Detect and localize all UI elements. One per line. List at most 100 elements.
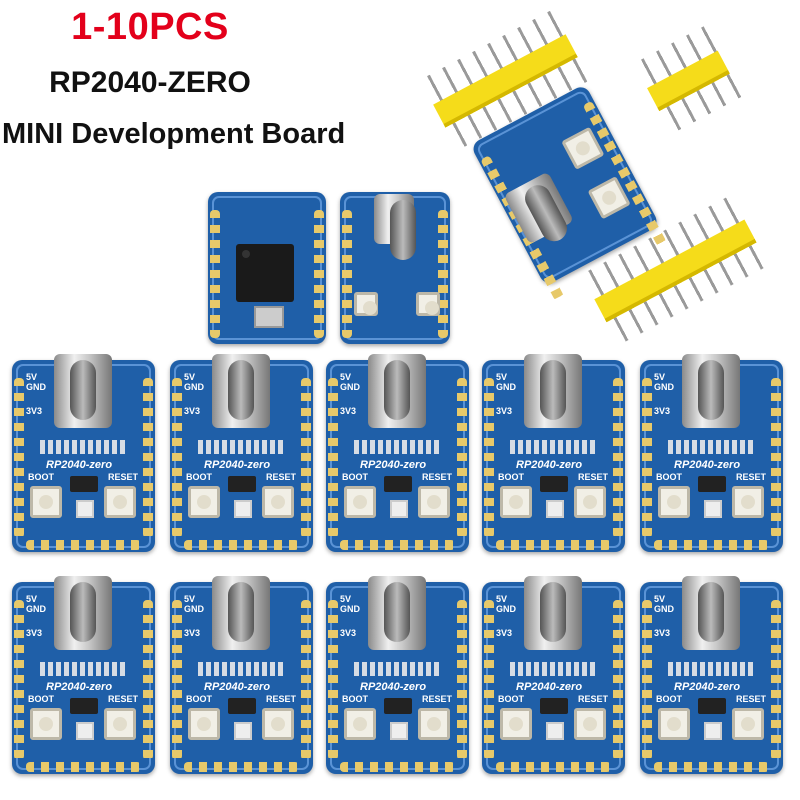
silk-board-name: RP2040-zero xyxy=(360,681,427,693)
boot-button xyxy=(30,486,62,518)
silk-5v: 5V xyxy=(26,594,38,604)
rgb-led xyxy=(704,500,722,518)
silk-reset: RESET xyxy=(578,694,609,704)
board-front: 5V GND 3V3 RP2040-zero BOOT RESET xyxy=(170,576,313,774)
rgb-led xyxy=(234,722,252,740)
silk-3v3: 3V3 xyxy=(184,406,201,416)
silk-5v: 5V xyxy=(184,594,196,604)
subtitle: MINI Development Board xyxy=(2,118,346,150)
rgb-led xyxy=(546,722,564,740)
reset-button xyxy=(418,708,450,740)
chip xyxy=(540,476,568,492)
rgb-led xyxy=(390,722,408,740)
rgb-led xyxy=(76,722,94,740)
silk-3v3: 3V3 xyxy=(26,628,43,638)
silk-board-name: RP2040-zero xyxy=(204,459,271,471)
silk-5v: 5V xyxy=(496,594,508,604)
usb-c-connector xyxy=(368,354,426,428)
silk-5v: 5V xyxy=(654,594,666,604)
silk-board-name: RP2040-zero xyxy=(516,459,583,471)
rgb-led xyxy=(390,500,408,518)
rgb-led xyxy=(704,722,722,740)
silk-reset: RESET xyxy=(266,694,297,704)
silk-board-name: RP2040-zero xyxy=(46,459,113,471)
chip xyxy=(384,476,412,492)
rgb-led xyxy=(234,500,252,518)
silk-board-name: RP2040-zero xyxy=(360,459,427,471)
silk-reset: RESET xyxy=(578,472,609,482)
silk-gnd: GND xyxy=(26,604,46,614)
board-front: 5V GND 3V3 RP2040-zero BOOT RESET xyxy=(640,576,783,774)
chip xyxy=(70,698,98,714)
silk-boot: BOOT xyxy=(186,472,212,482)
reset-button xyxy=(262,486,294,518)
chip xyxy=(70,476,98,492)
silk-board-name: RP2040-zero xyxy=(46,681,113,693)
silk-reset: RESET xyxy=(108,694,139,704)
chip xyxy=(228,476,256,492)
silk-boot: BOOT xyxy=(186,694,212,704)
silk-reset: RESET xyxy=(108,472,139,482)
quantity-title: 1-10PCS xyxy=(71,6,229,48)
boot-button xyxy=(500,708,532,740)
silk-reset: RESET xyxy=(422,472,453,482)
silk-gnd: GND xyxy=(496,604,516,614)
reset-button xyxy=(574,486,606,518)
silk-boot: BOOT xyxy=(656,694,682,704)
silk-reset: RESET xyxy=(736,472,767,482)
board-front: 5V GND 3V3 RP2040-zero BOOT RESET xyxy=(482,354,625,552)
chip xyxy=(698,698,726,714)
boot-button xyxy=(658,486,690,518)
reset-button xyxy=(732,486,764,518)
silk-gnd: GND xyxy=(496,382,516,392)
silk-3v3: 3V3 xyxy=(654,406,671,416)
boot-button xyxy=(188,708,220,740)
silk-boot: BOOT xyxy=(28,694,54,704)
silk-5v: 5V xyxy=(340,372,352,382)
reset-button xyxy=(574,708,606,740)
silk-board-name: RP2040-zero xyxy=(516,681,583,693)
boot-button xyxy=(658,708,690,740)
reset-button xyxy=(104,486,136,518)
boot-button xyxy=(344,486,376,518)
silk-5v: 5V xyxy=(26,372,38,382)
reset-button xyxy=(104,708,136,740)
silk-3v3: 3V3 xyxy=(496,406,513,416)
board-front: 5V GND 3V3 RP2040-zero BOOT RESET xyxy=(326,354,469,552)
reset-button xyxy=(418,486,450,518)
silk-gnd: GND xyxy=(184,382,204,392)
usb-c-connector xyxy=(212,354,270,428)
reset-button xyxy=(732,708,764,740)
silk-3v3: 3V3 xyxy=(340,628,357,638)
silk-3v3: 3V3 xyxy=(496,628,513,638)
silk-gnd: GND xyxy=(340,382,360,392)
silk-reset: RESET xyxy=(266,472,297,482)
boot-button xyxy=(188,486,220,518)
usb-c-connector xyxy=(212,576,270,650)
silk-3v3: 3V3 xyxy=(26,406,43,416)
chip xyxy=(698,476,726,492)
rgb-led xyxy=(76,500,94,518)
usb-c-connector xyxy=(524,354,582,428)
model-title: RP2040-ZERO xyxy=(49,66,251,99)
boot-button xyxy=(30,708,62,740)
usb-c-connector xyxy=(524,576,582,650)
silk-board-name: RP2040-zero xyxy=(204,681,271,693)
silk-5v: 5V xyxy=(496,372,508,382)
silk-gnd: GND xyxy=(654,604,674,614)
silk-3v3: 3V3 xyxy=(340,406,357,416)
silk-5v: 5V xyxy=(340,594,352,604)
silk-boot: BOOT xyxy=(342,694,368,704)
usb-c-connector xyxy=(368,576,426,650)
chip xyxy=(228,698,256,714)
silk-gnd: GND xyxy=(26,382,46,392)
board-front: 5V GND 3V3 RP2040-zero BOOT RESET xyxy=(640,354,783,552)
silk-boot: BOOT xyxy=(498,694,524,704)
silk-boot: BOOT xyxy=(656,472,682,482)
board-front: 5V GND 3V3 RP2040-zero BOOT RESET xyxy=(170,354,313,552)
chip xyxy=(384,698,412,714)
board-front: 5V GND 3V3 RP2040-zero BOOT RESET xyxy=(482,576,625,774)
silk-reset: RESET xyxy=(422,694,453,704)
silk-gnd: GND xyxy=(340,604,360,614)
silk-3v3: 3V3 xyxy=(184,628,201,638)
